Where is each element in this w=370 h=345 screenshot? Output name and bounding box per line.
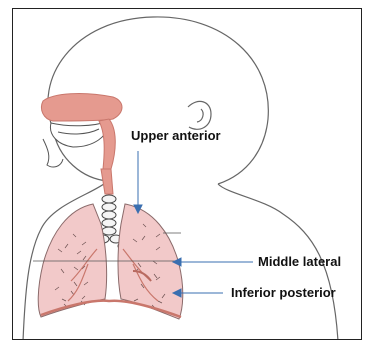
label-upper-anterior: Upper anterior [131, 129, 221, 142]
label-inferior-posterior: Inferior posterior [231, 286, 336, 299]
upper-airway [41, 94, 122, 194]
label-middle-lateral: Middle lateral [258, 255, 341, 268]
diagram-frame: Upper anterior Middle lateral Inferior p… [12, 8, 362, 340]
